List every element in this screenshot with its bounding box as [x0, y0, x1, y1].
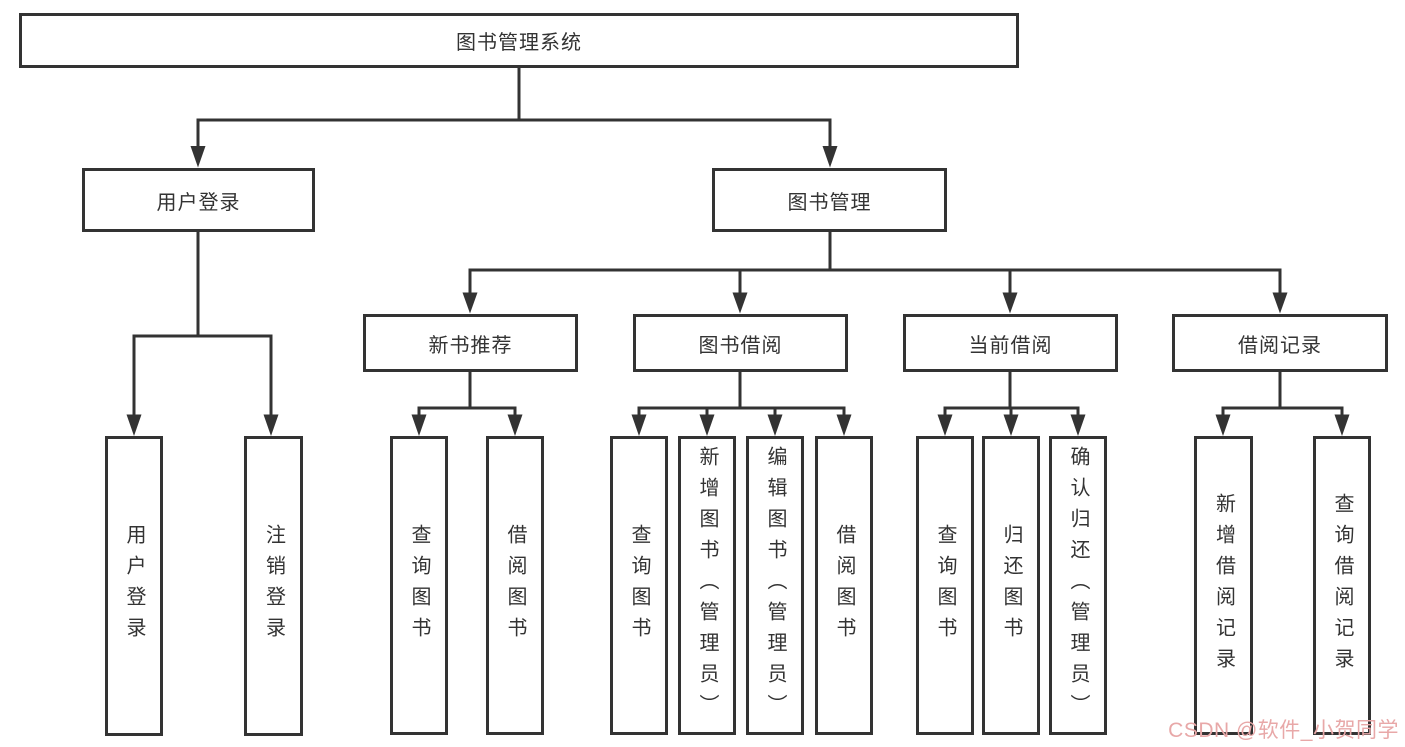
arrow-down-icon — [411, 414, 427, 436]
leaf-query-books-recommend: 查询图书 — [390, 436, 448, 735]
leaf-label: 新增借阅记录 — [1212, 492, 1235, 679]
leaf-query-books-borrow: 查询图书 — [610, 436, 668, 735]
leaf-label: 归还图书 — [1000, 523, 1022, 648]
arrow-down-icon — [263, 414, 279, 436]
leaf-user-login: 用户登录 — [105, 436, 163, 736]
group-book-borrow-label: 图书借阅 — [698, 334, 783, 357]
arrow-down-icon — [937, 414, 953, 436]
group-new-book-recommend: 新书推荐 — [363, 314, 578, 372]
connector-borrow-records — [1215, 372, 1350, 436]
connector-book-borrow — [631, 372, 852, 436]
group-borrow-records-label: 借阅记录 — [1238, 334, 1322, 357]
leaf-label: 新增图书（管理员） — [696, 446, 718, 725]
arrow-down-icon — [732, 292, 748, 314]
node-library-system-label: 图书管理系统 — [456, 32, 582, 54]
node-book-management-label: 图书管理 — [787, 191, 872, 214]
leaf-return-books: 归还图书 — [982, 436, 1040, 735]
arrow-down-icon — [836, 414, 852, 436]
node-user-login-label: 用户登录 — [156, 191, 241, 214]
leaf-query-borrow-record: 查询借阅记录 — [1313, 436, 1371, 735]
arrow-down-icon — [822, 146, 838, 168]
node-library-system: 图书管理系统 — [19, 13, 1019, 68]
leaf-confirm-return-admin: 确认归还（管理员） — [1049, 436, 1107, 735]
watermark: CSDN @软件_小贺同学 — [1168, 719, 1399, 742]
leaf-borrow-books-recommend: 借阅图书 — [486, 436, 544, 735]
leaf-label: 查询图书 — [628, 523, 650, 648]
connector-new-book-recommend — [411, 372, 523, 436]
arrow-down-icon — [699, 414, 715, 436]
node-book-management: 图书管理 — [712, 168, 947, 232]
leaf-label: 查询图书 — [408, 523, 430, 648]
arrow-down-icon — [462, 292, 478, 314]
arrow-down-icon — [767, 414, 783, 436]
arrow-down-icon — [1215, 414, 1231, 436]
arrow-down-icon — [190, 146, 206, 168]
group-current-borrow-label: 当前借阅 — [968, 334, 1053, 357]
arrow-down-icon — [631, 414, 647, 436]
group-current-borrow: 当前借阅 — [903, 314, 1118, 372]
leaf-borrow-books: 借阅图书 — [815, 436, 873, 735]
leaf-edit-books-admin: 编辑图书（管理员） — [746, 436, 804, 735]
leaf-label: 确认归还（管理员） — [1067, 446, 1089, 725]
connector-current-borrow — [937, 372, 1086, 436]
leaf-label: 借阅图书 — [833, 523, 855, 648]
leaf-user-login-label: 用户登录 — [123, 524, 145, 648]
group-borrow-records: 借阅记录 — [1172, 314, 1388, 372]
connector-user-login — [126, 232, 279, 436]
leaf-query-books-current: 查询图书 — [916, 436, 974, 735]
arrow-down-icon — [1002, 292, 1018, 314]
group-new-book-recommend-label: 新书推荐 — [428, 334, 513, 357]
leaf-label: 借阅图书 — [504, 523, 526, 648]
connector-root-to-level2 — [190, 67, 838, 168]
arrow-down-icon — [1003, 414, 1019, 436]
leaf-logout-label: 注销登录 — [262, 524, 285, 648]
arrow-down-icon — [1272, 292, 1288, 314]
connector-book-management — [462, 232, 1288, 314]
leaf-logout: 注销登录 — [244, 436, 303, 736]
node-user-login: 用户登录 — [82, 168, 315, 232]
group-book-borrow: 图书借阅 — [633, 314, 848, 372]
leaf-add-books-admin: 新增图书（管理员） — [678, 436, 736, 735]
arrow-down-icon — [126, 414, 142, 436]
leaf-add-borrow-record: 新增借阅记录 — [1194, 436, 1253, 735]
arrow-down-icon — [507, 414, 523, 436]
arrow-down-icon — [1334, 414, 1350, 436]
leaf-label: 查询借阅记录 — [1331, 492, 1353, 679]
leaf-label: 查询图书 — [934, 523, 956, 648]
leaf-label: 编辑图书（管理员） — [764, 446, 786, 725]
arrow-down-icon — [1070, 414, 1086, 436]
